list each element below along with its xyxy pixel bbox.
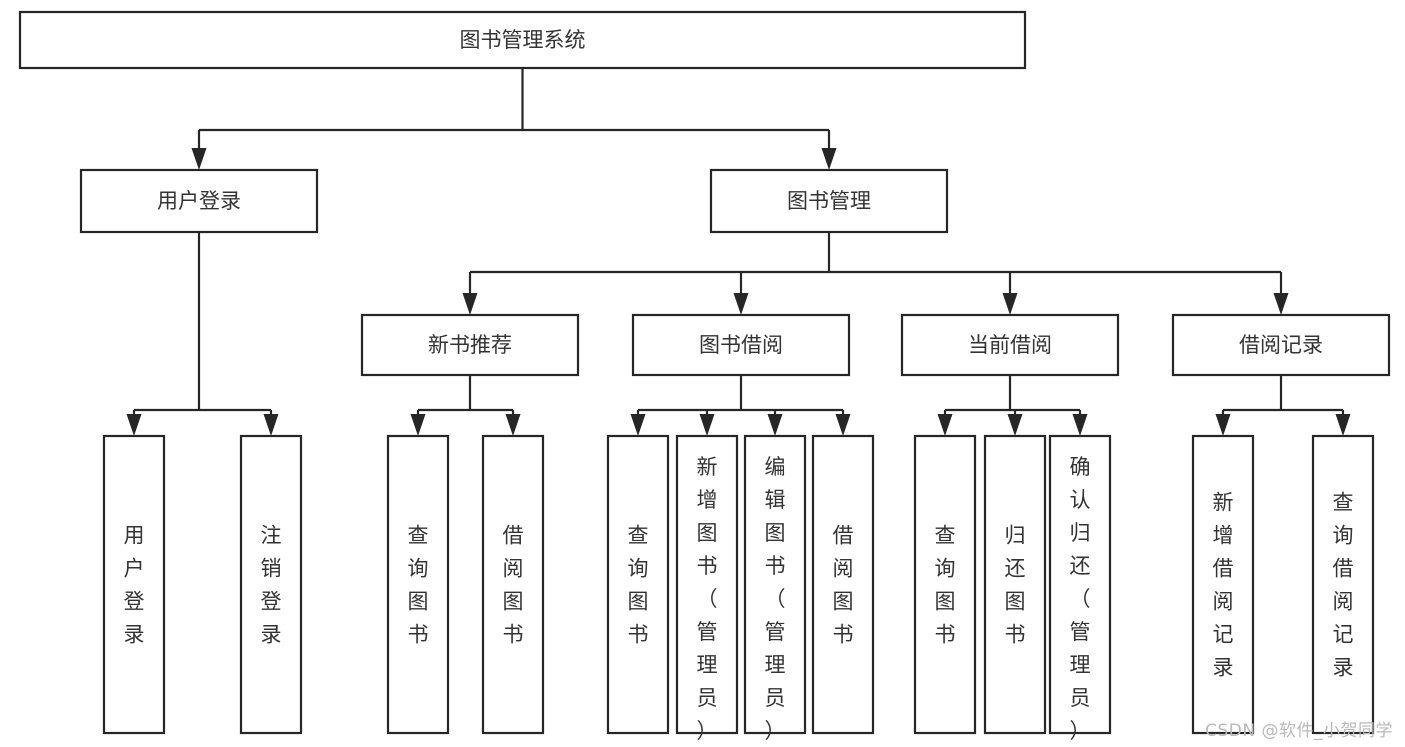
node-user-login-label: 用户登录: [157, 189, 241, 213]
node-borrow-record[interactable]: 借阅记录: [1171, 313, 1391, 377]
node-new-book-recommend-rect: [360, 313, 580, 377]
node-root-system-label: 图书管理系统: [460, 28, 586, 52]
node-leaf-add-record-rect: [1191, 434, 1255, 735]
node-book-manage[interactable]: 图书管理: [709, 168, 949, 234]
arrowhead-to-new-book-recommend: [462, 293, 478, 315]
node-leaf-query-book-3[interactable]: 查询图书: [913, 434, 977, 735]
node-leaf-user-logout-rect: [239, 434, 303, 735]
node-new-book-recommend[interactable]: 新书推荐: [360, 313, 580, 377]
node-leaf-add-book[interactable]: 新增图书（管理员）: [675, 434, 739, 743]
node-leaf-query-book-1[interactable]: 查询图书: [386, 434, 450, 735]
node-leaf-user-logout-label: 注销登录: [261, 523, 282, 646]
node-leaf-user-login-rect: [102, 434, 166, 735]
node-book-manage-rect: [709, 168, 949, 234]
arrowhead-to-leaf-edit-book: [767, 414, 783, 436]
node-leaf-borrow-book-2-rect: [811, 434, 875, 735]
arrowhead-to-leaf-borrow-book-1: [505, 414, 521, 436]
node-leaf-query-record-label: 查询借阅记录: [1333, 490, 1354, 679]
node-leaf-user-login[interactable]: 用户登录: [102, 434, 166, 735]
node-user-login-rect: [79, 168, 319, 234]
arrowhead-to-leaf-add-book: [699, 414, 715, 436]
node-leaf-query-book-1-label: 查询图书: [408, 523, 429, 646]
node-current-borrow-label: 当前借阅: [968, 333, 1052, 357]
arrowhead-to-leaf-query-book-3: [937, 414, 953, 436]
arrowhead-to-leaf-user-logout: [263, 414, 279, 436]
node-leaf-return-book-label: 归还图书: [1005, 523, 1026, 646]
node-current-borrow[interactable]: 当前借阅: [900, 313, 1120, 377]
arrowhead-to-book-manage: [821, 148, 837, 170]
node-book-borrow[interactable]: 图书借阅: [631, 313, 851, 377]
node-leaf-query-record-rect: [1311, 434, 1375, 735]
arrowhead-to-book-borrow: [733, 293, 749, 315]
node-leaf-query-book-3-rect: [913, 434, 977, 735]
node-leaf-query-book-2-label: 查询图书: [628, 523, 649, 646]
arrowhead-to-leaf-user-login: [126, 414, 142, 436]
node-book-manage-label: 图书管理: [787, 189, 871, 213]
csdn-watermark: CSDN @软件_小贺同学: [1205, 721, 1393, 741]
node-leaf-add-record-label: 新增借阅记录: [1213, 490, 1234, 679]
node-leaf-add-record[interactable]: 新增借阅记录: [1191, 434, 1255, 735]
arrowhead-to-borrow-record: [1273, 293, 1289, 315]
node-leaf-borrow-book-2[interactable]: 借阅图书: [811, 434, 875, 735]
node-leaf-edit-book-label: 编辑图书（管理员）: [765, 455, 786, 743]
node-leaf-confirm-return-label: 确认归还（管理员）: [1070, 455, 1091, 743]
node-borrow-record-label: 借阅记录: [1239, 333, 1323, 357]
node-new-book-recommend-label: 新书推荐: [428, 333, 512, 357]
connector-layer: [126, 68, 1351, 436]
arrowhead-to-leaf-query-book-1: [410, 414, 426, 436]
node-leaf-return-book[interactable]: 归还图书: [983, 434, 1047, 735]
node-current-borrow-rect: [900, 313, 1120, 377]
node-leaf-borrow-book-1[interactable]: 借阅图书: [481, 434, 545, 735]
arrowhead-to-leaf-confirm-return: [1072, 414, 1088, 436]
node-user-login[interactable]: 用户登录: [79, 168, 319, 234]
node-leaf-confirm-return[interactable]: 确认归还（管理员）: [1048, 434, 1112, 743]
arrowhead-to-leaf-add-record: [1215, 414, 1231, 436]
node-leaf-query-book-3-label: 查询图书: [935, 523, 956, 646]
node-leaf-user-logout[interactable]: 注销登录: [239, 434, 303, 735]
node-leaf-confirm-return-rect: [1048, 434, 1112, 735]
arrowhead-to-current-borrow: [1002, 293, 1018, 315]
arrowhead-to-user-login: [191, 148, 207, 170]
node-leaf-borrow-book-1-rect: [481, 434, 545, 735]
node-layer: 图书管理系统用户登录图书管理新书推荐图书借阅当前借阅借阅记录用户登录注销登录查询…: [18, 10, 1391, 743]
node-leaf-query-book-1-rect: [386, 434, 450, 735]
arrowhead-to-leaf-borrow-book-2: [835, 414, 851, 436]
node-leaf-add-book-rect: [675, 434, 739, 735]
node-leaf-edit-book[interactable]: 编辑图书（管理员）: [743, 434, 807, 743]
node-book-borrow-rect: [631, 313, 851, 377]
arrowhead-to-leaf-return-book: [1007, 414, 1023, 436]
node-leaf-add-book-label: 新增图书（管理员）: [697, 455, 718, 743]
arrowhead-to-leaf-query-book-2: [630, 414, 646, 436]
arrowhead-to-leaf-query-record: [1335, 414, 1351, 436]
node-leaf-borrow-book-1-label: 借阅图书: [503, 523, 524, 646]
node-leaf-query-record[interactable]: 查询借阅记录: [1311, 434, 1375, 735]
node-leaf-query-book-2-rect: [606, 434, 670, 735]
node-leaf-query-book-2[interactable]: 查询图书: [606, 434, 670, 735]
node-book-borrow-label: 图书借阅: [699, 333, 783, 357]
node-borrow-record-rect: [1171, 313, 1391, 377]
node-leaf-user-login-label: 用户登录: [124, 523, 145, 646]
node-root-system-rect: [18, 10, 1027, 70]
node-leaf-borrow-book-2-label: 借阅图书: [833, 523, 854, 646]
node-root-system[interactable]: 图书管理系统: [18, 10, 1027, 70]
node-leaf-return-book-rect: [983, 434, 1047, 735]
node-leaf-edit-book-rect: [743, 434, 807, 735]
